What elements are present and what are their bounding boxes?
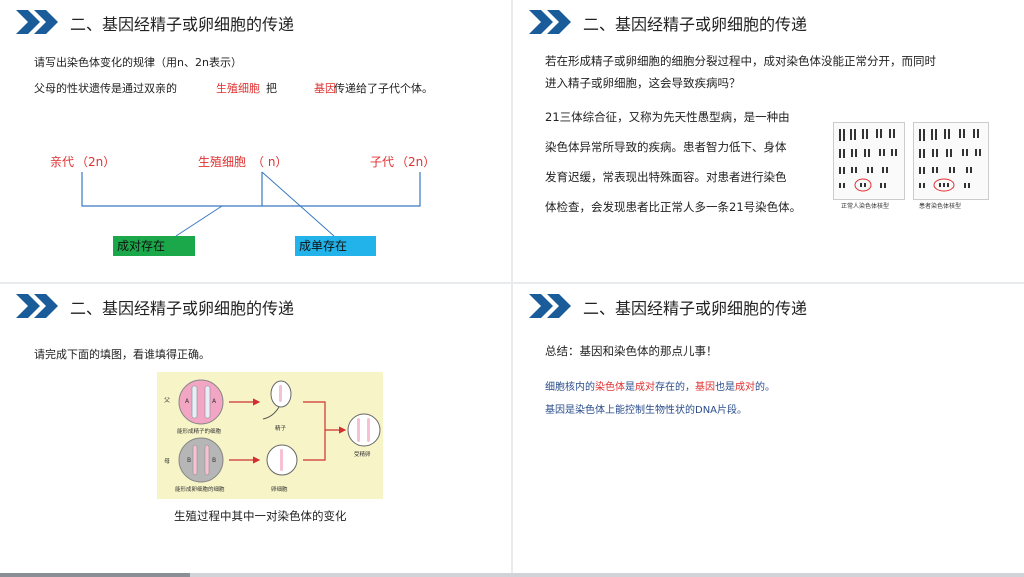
text-span: 也是 [715,382,735,393]
label-child-val: （2n） [396,155,436,169]
slide-title: 二、基因经精子或卵细胞的传递 [70,299,295,318]
label-father: 父 [164,397,171,404]
question-line-2: 进入精子或卵细胞，这会导致疾病吗？ [545,76,741,90]
chevron-icon [16,294,58,318]
slide-4[interactable]: 二、基因经精子或卵细胞的传递 总结：基因和染色体的那点儿事！ 细胞核内的染色体是… [513,284,1024,574]
diagram-caption: 生殖过程中其中一对染色体的变化 [174,509,347,523]
text-span: 细胞核内的 [545,382,595,393]
slide-2[interactable]: 二、基因经精子或卵细胞的传递 若在形成精子或卵细胞的细胞分裂过程中，成对染色体没… [513,0,1024,282]
caption-patient: 患者染色体核型 [919,203,962,210]
bracket-diagram [81,171,421,237]
para-line: 21三体综合征，又称为先天性愚型病，是一种由 [545,110,790,124]
box-single: 成单存在 [295,236,376,256]
zygote-caption: 受精卵 [354,452,371,458]
label-child: 子代 [370,155,395,169]
gene-label: B [212,457,217,464]
sentence-mid: 把 [266,82,277,95]
cell1-caption: 能形成精子的细胞 [177,429,222,435]
highlight-paired: 成对 [735,382,755,393]
slide-1[interactable]: 二、基因经精子或卵细胞的传递 请写出染色体变化的规律（用n、2n表示） 父母的性… [0,0,511,282]
label-parent: 亲代 [50,155,75,169]
down-syndrome-paragraph: 21三体综合征，又称为先天性愚型病，是一种由 染色体异常所导致的疾病。患者智力低… [545,102,801,222]
para-line: 体检查，会发现患者比正常人多一条21号染色体。 [545,200,802,214]
progress-fill [0,573,190,577]
text-span: 的。 [755,382,775,393]
patient-karyotype-image [913,122,989,200]
question-line-1: 若在形成精子或卵细胞的细胞分裂过程中，成对染色体没能正常分开，而同时 [545,54,936,68]
cell2-caption: 能形成卵细胞的细胞 [175,487,225,493]
normal-karyotype-image [833,122,905,200]
instruction-text: 请完成下面的填图，看谁填得正确。 [34,348,210,361]
slide-title: 二、基因经精子或卵细胞的传递 [583,15,808,34]
sentence-post: 传递给了子代个体。 [334,82,433,95]
progress-bar [0,573,1024,577]
slide-3[interactable]: 二、基因经精子或卵细胞的传递 请完成下面的填图，看谁填得正确。 [0,284,511,574]
fill-diagram: 父 母 A A B B 能形成精子的细胞 能形成卵细胞的细胞 精子 卵细胞 受精… [157,372,383,499]
gene-label: A [185,398,190,405]
summary-line-1: 细胞核内的染色体是成对存在的，基因也是成对的。 [545,378,775,393]
highlight-chromosome: 染色体 [595,382,625,393]
chevron-icon [529,10,571,34]
slide-title: 二、基因经精子或卵细胞的传递 [583,299,808,318]
slide-title: 二、基因经精子或卵细胞的传递 [70,15,295,34]
caption-normal: 正常人染色体核型 [841,203,890,210]
blank-germ-cell: 生殖细胞 [216,82,260,95]
para-line: 染色体异常所导致的疾病。患者智力低下、身体 [545,140,787,154]
label-germ-val: （ n） [252,155,288,169]
text-span: 是 [625,382,635,393]
diagram-graphics [178,379,381,483]
box-paired: 成对存在 [113,236,195,256]
instruction-text: 请写出染色体变化的规律（用n、2n表示） [34,56,242,69]
sentence-pre: 父母的性状遗传是通过双亲的 [34,82,177,95]
highlight-gene: 基因 [695,382,715,393]
summary-line-2: 基因是染色体上能控制生物性状的DNA片段。 [545,405,748,416]
text-span: 存在的， [655,382,695,393]
sperm-caption: 精子 [275,426,287,432]
highlight-paired: 成对 [635,382,655,393]
egg-caption: 卵细胞 [271,487,288,493]
blank-gene: 基因 [314,82,336,95]
chevron-icon [16,10,58,34]
chevron-icon [529,294,571,318]
label-germ: 生殖细胞 [198,155,247,169]
label-mother: 母 [164,458,171,465]
summary-heading: 总结：基因和染色体的那点儿事！ [545,344,718,358]
label-parent-val: （2n） [76,155,116,169]
gene-label: B [187,457,192,464]
gene-label: A [212,398,217,405]
para-line: 发育迟缓，常表现出特殊面容。对患者进行染色 [545,170,787,184]
